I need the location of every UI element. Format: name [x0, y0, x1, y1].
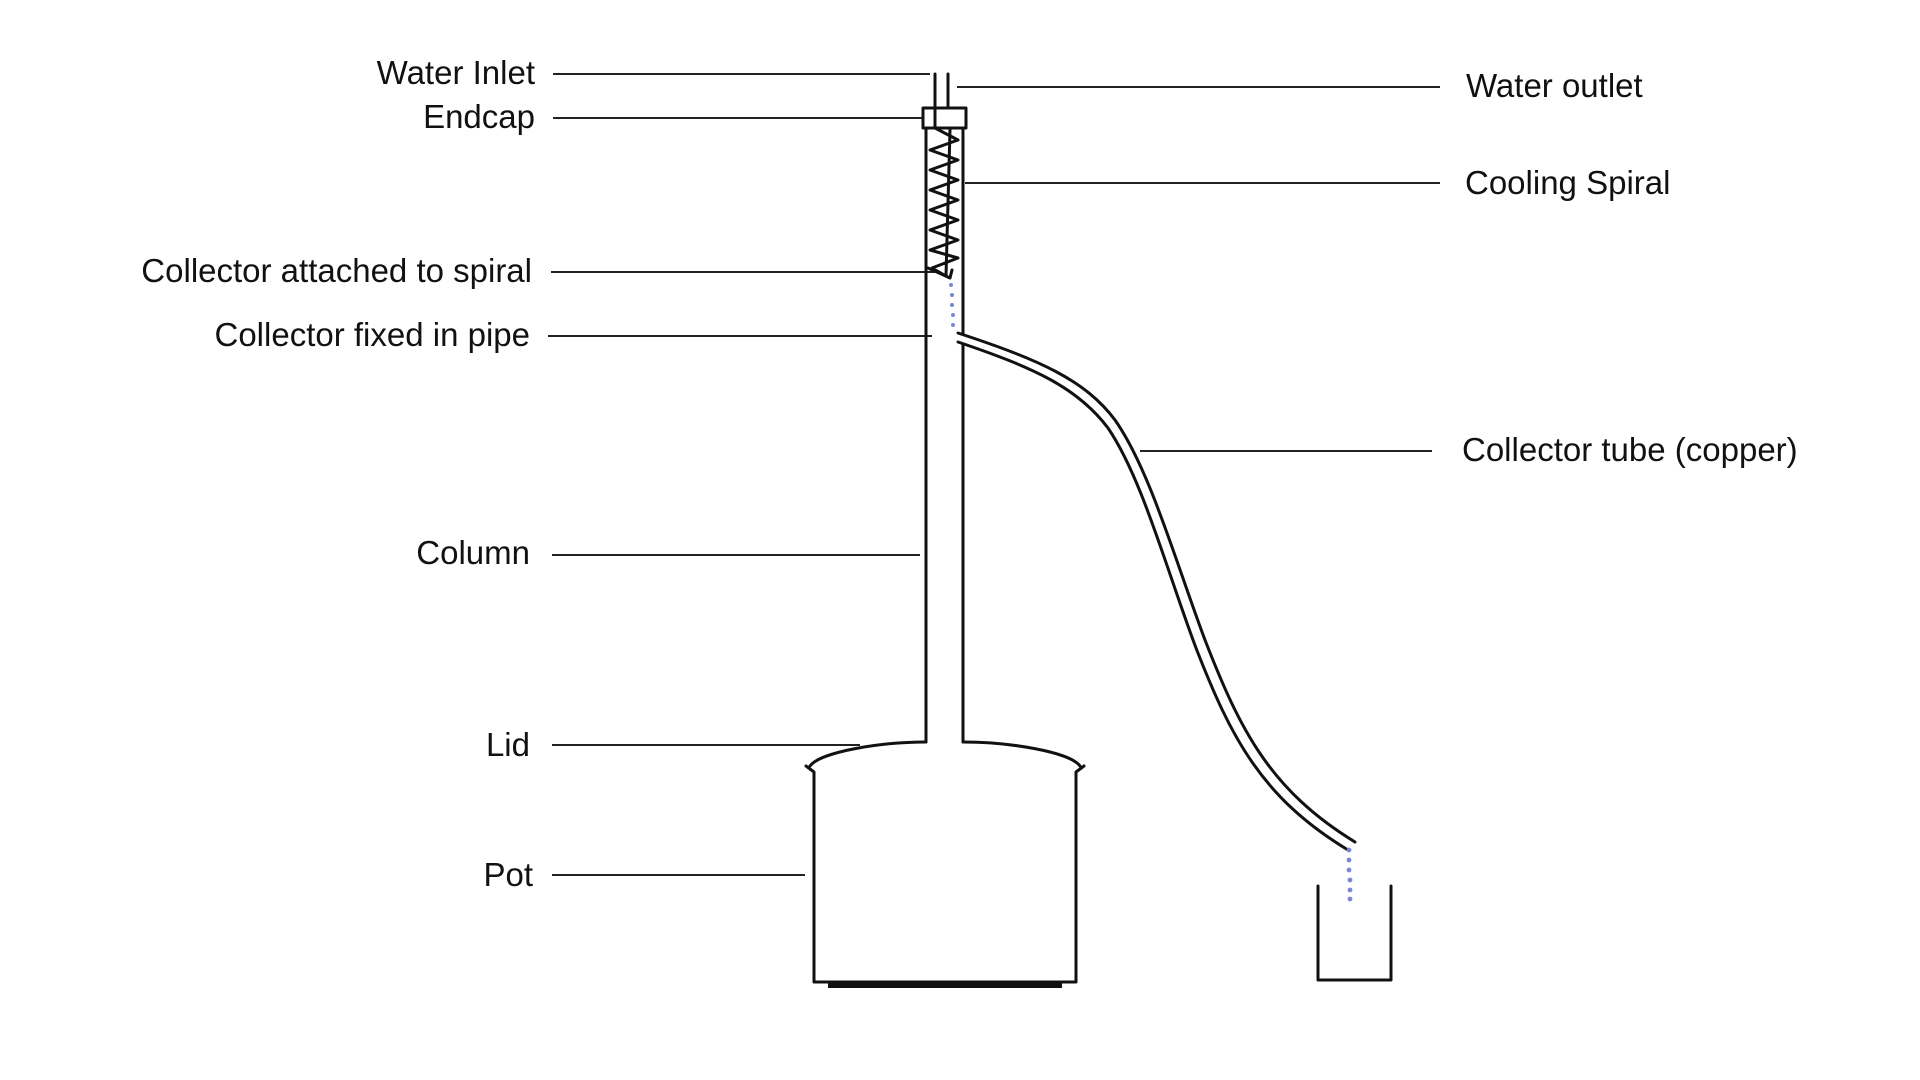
endcap	[921, 106, 968, 130]
label-endcap: Endcap	[423, 98, 535, 135]
pot	[804, 764, 1086, 988]
label-collector-attached: Collector attached to spiral	[141, 252, 532, 289]
water-pipes	[933, 72, 950, 110]
collector-attached	[926, 266, 954, 280]
label-lid: Lid	[486, 726, 530, 763]
receiving-cup	[1316, 884, 1393, 982]
label-water-inlet: Water Inlet	[377, 54, 535, 91]
column	[924, 126, 965, 744]
label-cooling-spiral: Cooling Spiral	[1465, 164, 1670, 201]
droplets-cup	[1346, 847, 1353, 902]
label-column: Column	[416, 534, 530, 571]
label-water-outlet: Water outlet	[1466, 67, 1643, 104]
collector-tube	[956, 331, 1357, 852]
lid	[808, 740, 1082, 768]
droplets-column	[949, 283, 955, 327]
label-pot: Pot	[483, 856, 533, 893]
label-collector-tube: Collector tube (copper)	[1462, 431, 1798, 468]
cooling-spiral	[928, 108, 960, 278]
label-collector-fixed: Collector fixed in pipe	[215, 316, 531, 353]
